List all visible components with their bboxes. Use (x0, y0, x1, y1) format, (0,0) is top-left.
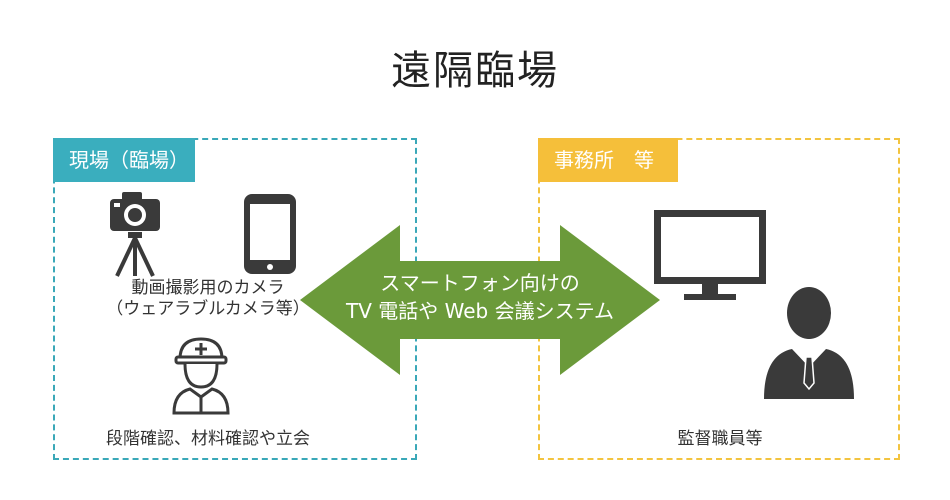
monitor-icon (654, 210, 766, 300)
arrow-text-line1: スマートフォン向けの (380, 271, 580, 295)
page-title: 遠隔臨場 (391, 48, 559, 94)
smartphone-icon (244, 194, 296, 274)
site-panel-label: 現場（臨場） (53, 138, 195, 182)
tripod-icon (115, 232, 155, 277)
supervisor-icon (764, 287, 854, 399)
site-panel: 現場（臨場） (53, 138, 417, 460)
supervisor-caption: 監督職員等 (677, 429, 763, 449)
communication-arrow (300, 225, 660, 375)
worker-caption: 段階確認、材料確認や立会 (106, 429, 310, 449)
camera-caption-line2: （ウェアラブルカメラ等） (106, 299, 310, 319)
camera-icon (110, 192, 160, 277)
worker-icon (172, 337, 230, 415)
camera-caption: 動画撮影用のカメラ （ウェアラブルカメラ等） (98, 278, 318, 320)
camera-caption-line1: 動画撮影用のカメラ (131, 278, 285, 298)
arrow-text-line2: TV 電話や Web 会議システム (346, 299, 614, 323)
office-panel-label: 事務所 等 (538, 138, 678, 182)
